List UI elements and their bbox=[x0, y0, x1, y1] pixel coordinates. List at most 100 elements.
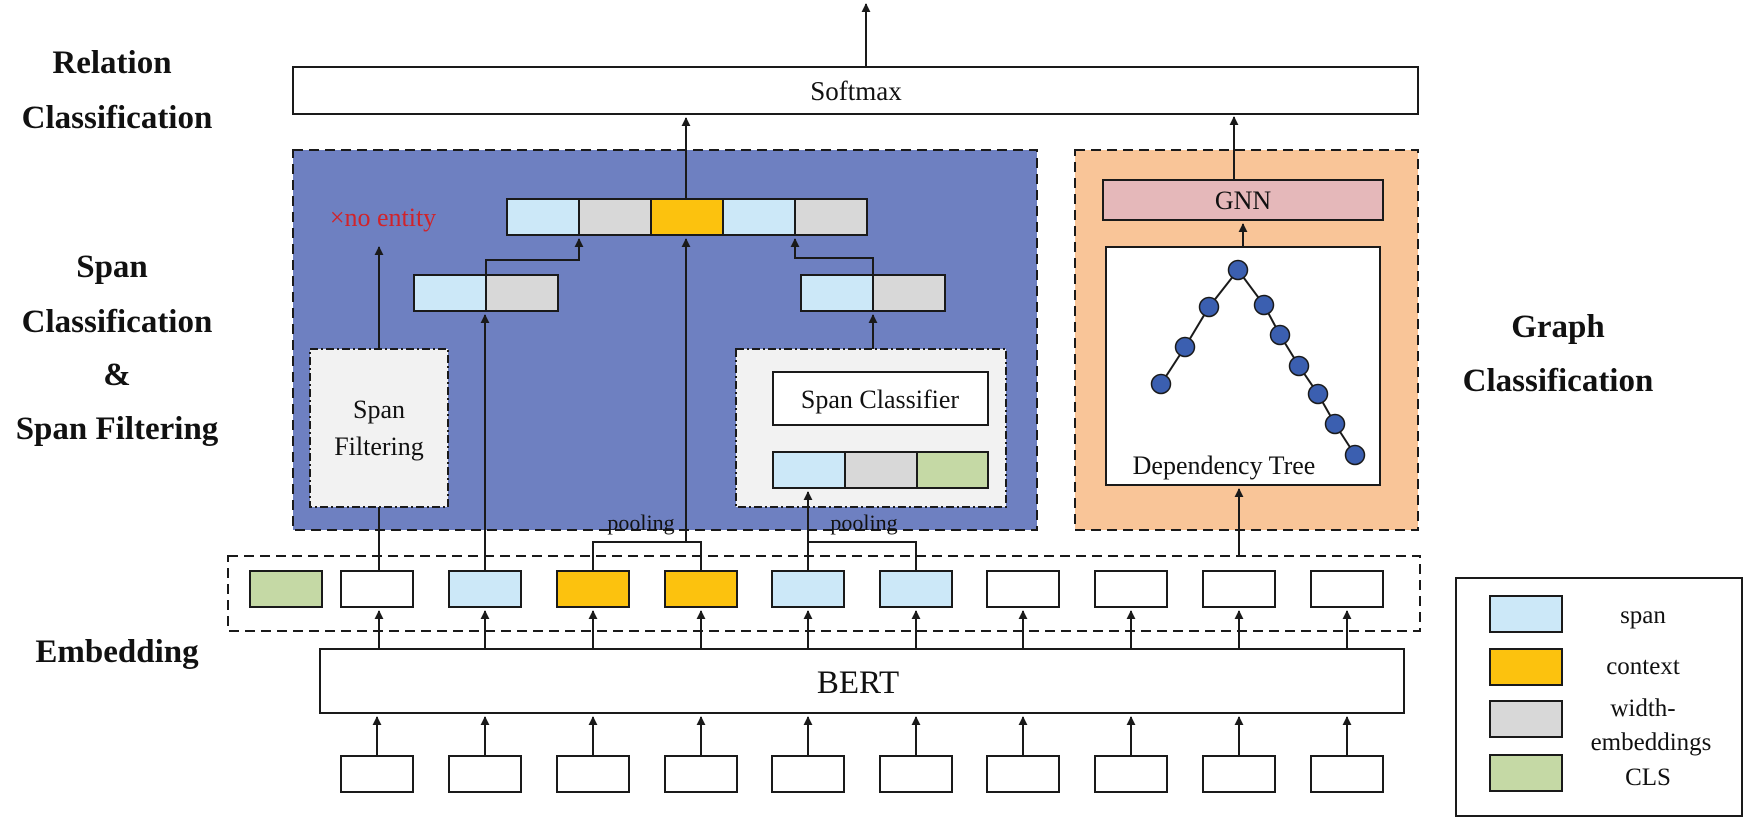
bert-output-arrows bbox=[374, 610, 1352, 649]
span-pooling-bracket bbox=[807, 541, 917, 571]
legend-label-width-line2: embeddings bbox=[1591, 729, 1712, 756]
legend-swatch-span bbox=[1489, 595, 1563, 633]
embedding-token bbox=[1202, 570, 1276, 608]
relation-label-line1: Relation bbox=[52, 45, 171, 81]
input-token bbox=[879, 755, 953, 793]
left-span-cell bbox=[413, 274, 487, 312]
right-span-cell bbox=[800, 274, 874, 312]
dependency-tree-box bbox=[1105, 246, 1381, 486]
legend-label-width-line1: width- bbox=[1610, 695, 1675, 722]
span-label-line1: Span bbox=[76, 249, 148, 285]
tree-node bbox=[1307, 383, 1329, 405]
section-label-relation: Relation Classification bbox=[22, 45, 213, 136]
context-pooling-bracket bbox=[592, 541, 702, 571]
bert-input-arrows bbox=[372, 716, 1352, 756]
graph-label-line2: Classification bbox=[1463, 363, 1654, 399]
span-filtering-label-line2: Filtering bbox=[334, 432, 424, 461]
section-label-span: Span Classification & Span Filtering bbox=[16, 249, 219, 447]
tree-node bbox=[1288, 355, 1310, 377]
right-span-repr bbox=[800, 274, 946, 312]
classifier-input-vector bbox=[772, 451, 989, 489]
legend-item-width: width- embeddings bbox=[1489, 695, 1712, 756]
right-span-to-concat-arrow bbox=[790, 238, 874, 275]
input-token bbox=[1094, 755, 1168, 793]
embedding-tokens bbox=[249, 570, 1384, 608]
tree-node bbox=[1269, 324, 1291, 346]
input-tokens bbox=[340, 755, 1384, 793]
span-label-line3: & bbox=[103, 357, 131, 393]
legend-label-context: context bbox=[1606, 653, 1680, 680]
embedding-token bbox=[986, 570, 1060, 608]
tree-node bbox=[1324, 413, 1346, 435]
span-classifier-box bbox=[772, 371, 989, 426]
legend-item-context: context bbox=[1489, 648, 1680, 686]
embedding-token bbox=[1310, 570, 1384, 608]
graph-label-line1: Graph bbox=[1511, 309, 1605, 345]
input-token bbox=[556, 755, 630, 793]
concat-width-cell-1 bbox=[578, 198, 652, 236]
classifier-span-cell bbox=[772, 451, 846, 489]
dependency-tree-label: Dependency Tree bbox=[1133, 451, 1316, 480]
input-token bbox=[340, 755, 414, 793]
embedding-token bbox=[1094, 570, 1168, 608]
tree-node bbox=[1253, 294, 1275, 316]
legend-item-cls: CLS bbox=[1489, 754, 1671, 792]
span-label-line2: Classification bbox=[22, 304, 213, 340]
embedding-span-token bbox=[448, 570, 522, 608]
input-token bbox=[664, 755, 738, 793]
embedding-cls-token bbox=[249, 570, 323, 608]
classifier-width-cell bbox=[844, 451, 918, 489]
pooling-label-context: pooling bbox=[607, 510, 674, 535]
concat-context-cell bbox=[650, 198, 724, 236]
dependency-tree-graph bbox=[1150, 259, 1366, 466]
legend-item-span: span bbox=[1489, 595, 1666, 633]
embedding-span-token bbox=[879, 570, 953, 608]
legend-swatch-width bbox=[1489, 700, 1563, 738]
input-token bbox=[1310, 755, 1384, 793]
legend-swatch-cls bbox=[1489, 754, 1563, 792]
embedding-context-token bbox=[556, 570, 630, 608]
bert-box bbox=[319, 648, 1405, 714]
tree-node-root bbox=[1227, 259, 1249, 281]
no-entity-label: ×no entity bbox=[330, 203, 436, 232]
left-span-repr bbox=[413, 274, 559, 312]
gnn-box bbox=[1102, 179, 1384, 221]
input-token bbox=[986, 755, 1060, 793]
softmax-label: Softmax bbox=[810, 76, 902, 106]
gnn-label: GNN bbox=[1215, 186, 1272, 215]
span-filtering-label-line1: Span bbox=[353, 395, 405, 424]
left-span-to-concat-arrow bbox=[485, 238, 584, 275]
span-filtering-box bbox=[309, 348, 449, 508]
concat-span-cell-2 bbox=[722, 198, 796, 236]
relation-concat-vector bbox=[506, 198, 868, 236]
tree-node bbox=[1150, 373, 1172, 395]
tree-edges bbox=[1160, 268, 1356, 456]
input-token bbox=[448, 755, 522, 793]
legend-label-cls: CLS bbox=[1625, 764, 1671, 791]
classifier-cls-cell bbox=[916, 451, 989, 489]
input-token bbox=[1202, 755, 1276, 793]
concat-span-cell-1 bbox=[506, 198, 580, 236]
section-label-embedding: Embedding bbox=[35, 634, 199, 670]
softmax-box bbox=[292, 66, 1419, 115]
tree-node bbox=[1198, 296, 1220, 318]
right-width-cell bbox=[872, 274, 946, 312]
span-classifier-label: Span Classifier bbox=[801, 385, 959, 414]
left-width-cell bbox=[485, 274, 559, 312]
concat-width-cell-2 bbox=[794, 198, 868, 236]
section-label-graph: Graph Classification bbox=[1463, 309, 1654, 399]
embedding-container bbox=[227, 555, 1421, 632]
embedding-context-token bbox=[664, 570, 738, 608]
legend-swatch-context bbox=[1489, 648, 1563, 686]
legend-label-span: span bbox=[1620, 602, 1666, 629]
input-token bbox=[771, 755, 845, 793]
pooling-label-span: pooling bbox=[830, 510, 897, 535]
embedding-token bbox=[340, 570, 414, 608]
tree-node bbox=[1174, 336, 1196, 358]
relation-label-line2: Classification bbox=[22, 100, 213, 136]
tree-node bbox=[1344, 444, 1366, 466]
embedding-span-token bbox=[771, 570, 845, 608]
span-label-line4: Span Filtering bbox=[16, 411, 219, 447]
bert-label: BERT bbox=[817, 665, 899, 701]
